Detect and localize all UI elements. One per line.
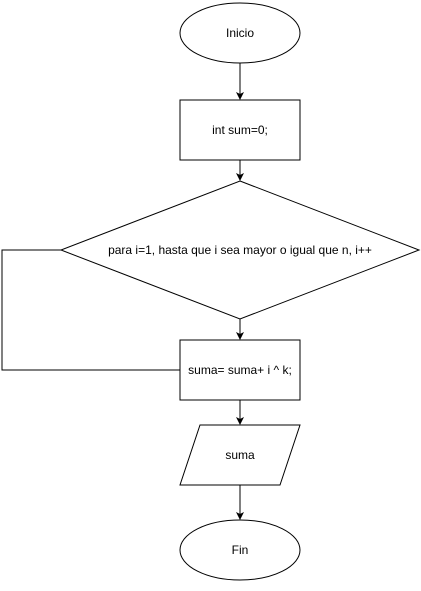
loop-label: para i=1, hasta que i sea mayor o igual … — [108, 243, 372, 257]
init-label: int sum=0; — [212, 123, 268, 137]
output-label: suma — [225, 448, 255, 462]
init-process[interactable] — [179, 99, 301, 161]
end-terminal[interactable] — [179, 519, 301, 581]
body-label: suma= suma+ i ^ k; — [188, 363, 292, 377]
loop-back-connector — [1, 249, 180, 371]
output-io[interactable] — [179, 424, 301, 486]
end-label: Fin — [232, 543, 249, 557]
start-label: Inicio — [226, 26, 254, 40]
body-process[interactable] — [179, 339, 301, 401]
